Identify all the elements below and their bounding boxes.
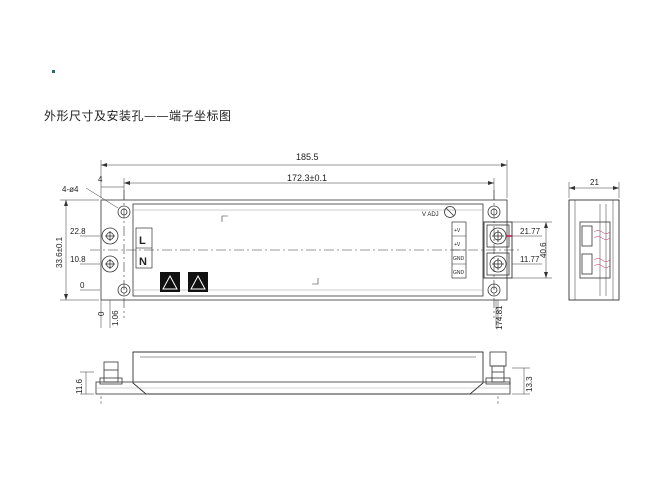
dim-y-zero: 0 xyxy=(80,281,85,290)
top-view xyxy=(60,160,552,328)
dim-edge-offset: 4 xyxy=(98,175,103,184)
artifact-dot xyxy=(52,70,55,73)
label-out-gnd1: GND xyxy=(453,256,465,262)
dim-side-right: 13.3 xyxy=(525,376,534,392)
label-out-pos1: +V xyxy=(454,228,461,234)
dim-x-left: 1.06 xyxy=(111,310,120,326)
dim-depth: 21 xyxy=(590,178,599,187)
end-terminal-icon xyxy=(579,221,611,279)
label-out-gnd2: GND xyxy=(453,270,465,276)
dim-x-right: 174.81 xyxy=(495,305,504,330)
drawing-heading: 外形尺寸及安装孔——端子坐标图 xyxy=(44,109,232,123)
front-terminal-icon xyxy=(99,351,511,385)
dim-y-upper: 22.8 xyxy=(70,227,86,236)
label-input-n: N xyxy=(139,256,147,268)
dim-right-height: 40.6 xyxy=(539,242,548,258)
label-out-pos2: +V xyxy=(454,242,461,248)
dim-width: 33.6±0.1 xyxy=(55,236,64,268)
dim-term-upper: 21.77 xyxy=(520,227,541,236)
dim-holes: 4-ø4 xyxy=(62,185,79,194)
warning-icon xyxy=(160,272,208,292)
front-view xyxy=(80,351,530,404)
dim-y-lower: 10.8 xyxy=(70,255,86,264)
mounting-hole-icon xyxy=(117,205,501,297)
case-profile xyxy=(132,351,484,395)
label-input-l: L xyxy=(139,235,146,247)
dim-x-zero: 0 xyxy=(97,311,106,316)
dim-overall-length: 185.5 xyxy=(296,152,319,162)
potentiometer-icon xyxy=(444,206,456,218)
dim-side-left: 11.6 xyxy=(75,378,84,394)
input-terminal-icon xyxy=(101,227,119,273)
end-view xyxy=(568,182,620,301)
dim-term-lower: 11.77 xyxy=(520,255,540,264)
dim-hole-pitch: 172.3±0.1 xyxy=(287,173,327,183)
label-vadj: V ADJ xyxy=(422,212,439,218)
